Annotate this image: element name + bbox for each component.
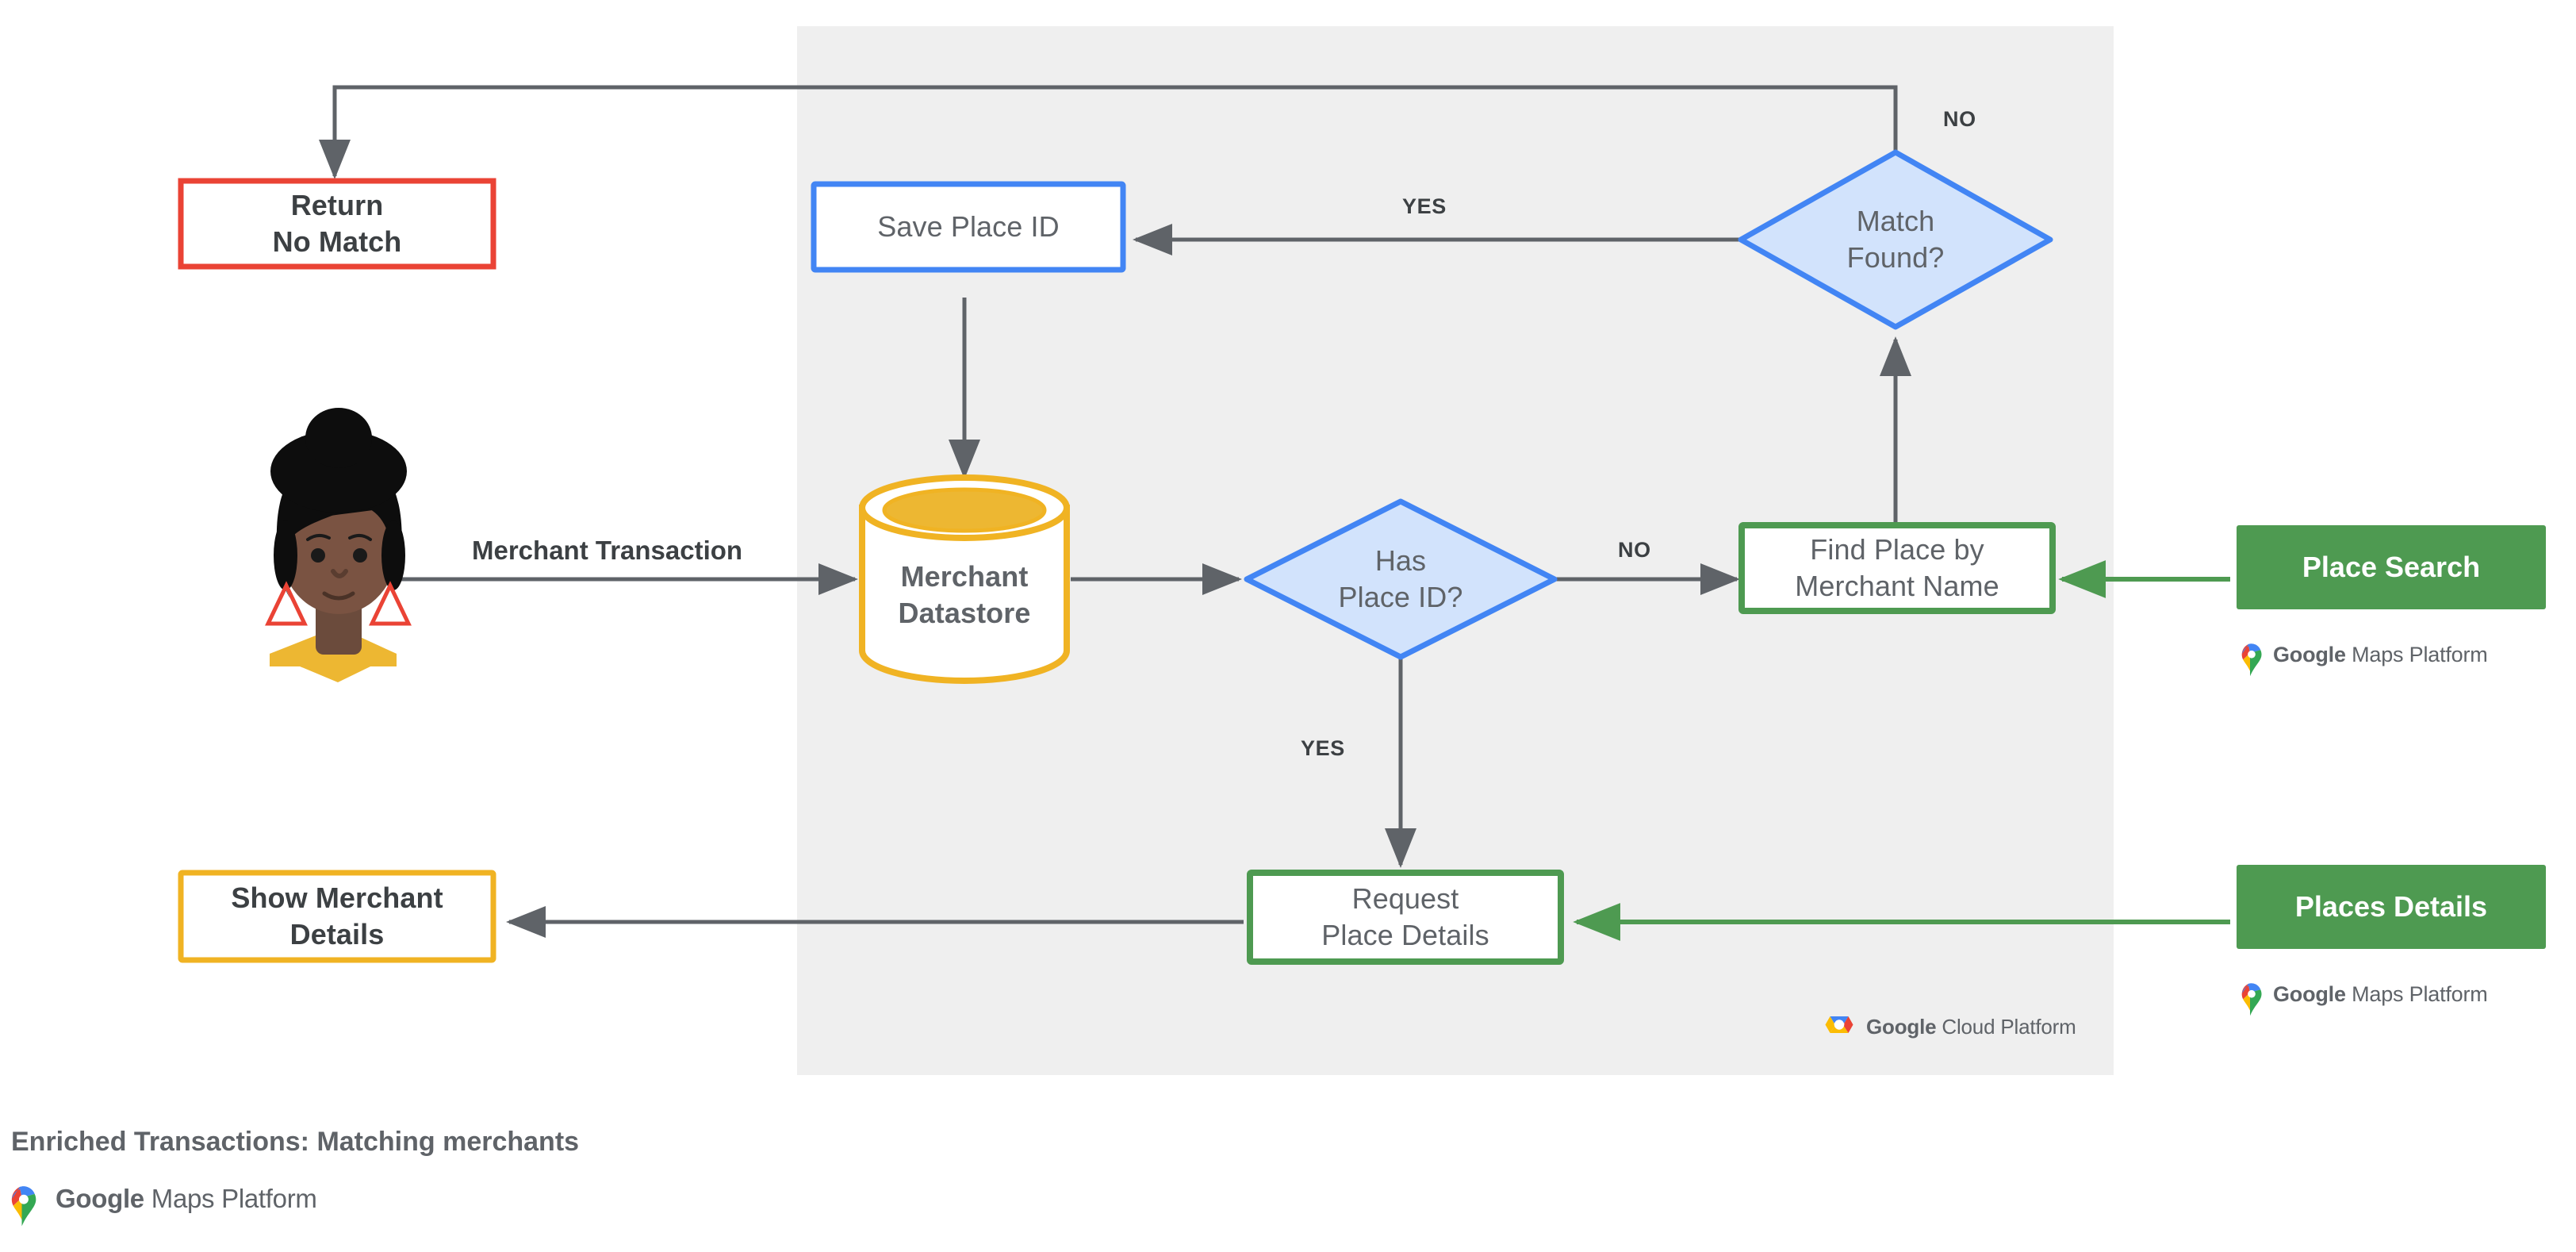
- brand-google-cloud-platform: Google Cloud Platform: [1819, 1015, 2076, 1039]
- brand-maps-platform-word-2: Maps Platform: [2352, 982, 2488, 1006]
- maps-pin-icon-footer: [11, 1186, 36, 1227]
- edge-label-merchant-transaction: Merchant Transaction: [472, 536, 743, 565]
- page-caption: Enriched Transactions: Matching merchant…: [11, 1127, 580, 1157]
- footer-brand-text: Google Maps Platform: [56, 1184, 317, 1214]
- footer-google-word: Google: [56, 1184, 144, 1213]
- merchant-avatar-icon: [265, 408, 412, 682]
- edge-label-has-place-id-no: NO: [1618, 538, 1651, 562]
- api-card-places-details: [2237, 865, 2546, 949]
- node-merchant-datastore: [859, 474, 1070, 684]
- maps-pin-icon-place-search: [2241, 643, 2262, 677]
- gcp-cloud-platform-word: Cloud Platform: [1942, 1015, 2076, 1039]
- gcp-brand-text: Google Cloud Platform: [1866, 1015, 2076, 1039]
- edge-match-found-no: [319, 85, 1898, 180]
- node-match-found: [1738, 149, 2053, 330]
- node-find-place-by-merchant-name: [1738, 522, 2056, 614]
- footer-brand-google-maps-platform: Google Maps Platform: [11, 1184, 317, 1214]
- node-show-merchant-details: [178, 870, 496, 963]
- brand-text-place-search: Google Maps Platform: [2273, 643, 2488, 667]
- node-has-place-id: [1244, 498, 1558, 660]
- edge-label-match-found-no: NO: [1943, 107, 1976, 131]
- node-request-place-details: [1247, 870, 1564, 965]
- brand-google-word-2: Google: [2273, 982, 2346, 1006]
- brand-maps-platform-word: Maps Platform: [2352, 643, 2488, 666]
- footer-maps-platform-word: Maps Platform: [151, 1184, 317, 1213]
- edge-label-has-place-id-yes: YES: [1301, 736, 1345, 760]
- brand-google-maps-platform-places-details: Google Maps Platform: [2240, 982, 2488, 1007]
- gcp-google-word: Google: [1866, 1015, 1937, 1039]
- node-return-no-match: [178, 178, 496, 270]
- edge-label-match-found-yes: YES: [1402, 194, 1447, 218]
- node-save-place-id: [811, 181, 1126, 273]
- api-card-place-search: [2237, 525, 2546, 609]
- brand-google-maps-platform-place-search: Google Maps Platform: [2240, 643, 2488, 667]
- brand-text-places-details: Google Maps Platform: [2273, 982, 2488, 1007]
- brand-google-word: Google: [2273, 643, 2346, 666]
- gcp-hexagon-icon: [1825, 1016, 1853, 1033]
- maps-pin-icon-places-details: [2241, 983, 2262, 1016]
